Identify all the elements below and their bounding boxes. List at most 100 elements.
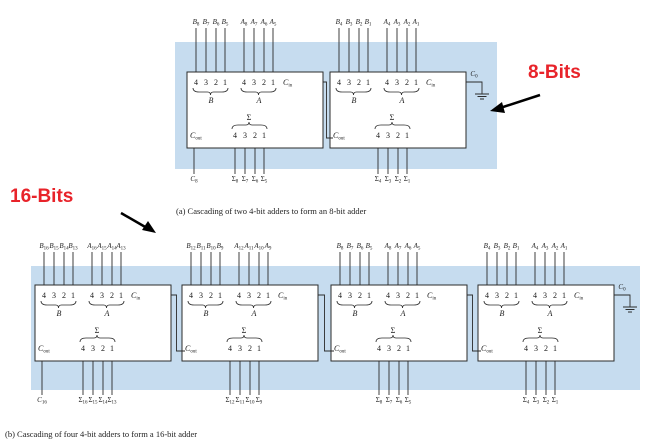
label-cout: Cout — [481, 344, 493, 355]
input-label-b: B13 — [68, 242, 78, 252]
pin-number-b: 4 — [194, 78, 198, 87]
label-cin: Cin — [427, 291, 437, 302]
sum-output-label: Σ8 — [376, 396, 383, 406]
sum-output-label: Σ4 — [375, 175, 382, 185]
pin-number-b: 3 — [52, 291, 56, 300]
input-label-b: B9 — [217, 242, 224, 252]
input-label-a: A4 — [531, 242, 539, 252]
brace-a — [240, 87, 277, 96]
input-label-a: A5 — [269, 18, 277, 28]
sum-output-label: Σ3 — [385, 175, 392, 185]
input-label-b: B10 — [206, 242, 216, 252]
input-label-b: B7 — [203, 18, 210, 28]
input-label-a: A3 — [393, 18, 401, 28]
brace-sum — [226, 334, 263, 343]
pin-number-a: 1 — [271, 78, 275, 87]
brace-sum — [375, 334, 412, 343]
brace-sum — [374, 121, 411, 130]
input-label-b: B12 — [186, 242, 196, 252]
pin-number-sum: 4 — [81, 344, 85, 353]
label-b: B — [204, 309, 209, 318]
pin-number-b: 2 — [505, 291, 509, 300]
brace-a — [88, 300, 125, 309]
sum-output-label: Σ15 — [88, 396, 98, 406]
label-b: B — [352, 96, 357, 105]
pin-number-a: 2 — [257, 291, 261, 300]
sum-output-label: Σ6 — [396, 396, 403, 406]
input-label-b: B5 — [366, 242, 373, 252]
pin-number-sum: 4 — [228, 344, 232, 353]
pin-number-b: 2 — [209, 291, 213, 300]
input-label-a: A11 — [243, 242, 254, 252]
c0-label: C0 — [618, 283, 626, 293]
sum-output-label: Σ2 — [395, 175, 402, 185]
pin-number-b: 1 — [514, 291, 518, 300]
pin-number-a: 3 — [543, 291, 547, 300]
label-sigma: Σ — [538, 326, 543, 335]
pin-number-sum: 2 — [397, 344, 401, 353]
input-label-a: A8 — [240, 18, 248, 28]
arrow-8-bits — [490, 93, 541, 113]
input-label-a: A3 — [541, 242, 549, 252]
label-cin: Cin — [278, 291, 288, 302]
brace-a — [531, 300, 568, 309]
pin-number-a: 3 — [395, 78, 399, 87]
pin-number-b: 4 — [485, 291, 489, 300]
input-label-a: A9 — [264, 242, 272, 252]
pin-number-sum: 2 — [544, 344, 548, 353]
brace-b — [335, 87, 372, 96]
brace-b — [40, 300, 77, 309]
pin-number-a: 1 — [119, 291, 123, 300]
label-a: A — [399, 96, 405, 105]
label-b: B — [57, 309, 62, 318]
sum-output-label: Σ4 — [523, 396, 530, 406]
label-sigma: Σ — [242, 326, 247, 335]
caption-a: (a) Cascading of two 4-bit adders to for… — [176, 206, 366, 216]
callout-16-bits: 16-Bits — [10, 186, 73, 207]
c0-wire — [614, 294, 631, 301]
label-b: B — [500, 309, 505, 318]
pin-number-a: 2 — [553, 291, 557, 300]
pin-number-a: 4 — [386, 291, 390, 300]
input-label-b: B3 — [346, 18, 353, 28]
pin-number-b: 4 — [338, 291, 342, 300]
caption-b: (b) Cascading of four 4-bit adders to fo… — [5, 429, 197, 439]
input-label-a: A6 — [404, 242, 412, 252]
pin-number-sum: 3 — [238, 344, 242, 353]
input-label-a: A1 — [412, 18, 420, 28]
pin-number-sum: 1 — [257, 344, 261, 353]
input-label-b: B15 — [49, 242, 59, 252]
pin-number-sum: 3 — [91, 344, 95, 353]
label-sigma: Σ — [391, 326, 396, 335]
pin-number-b: 2 — [214, 78, 218, 87]
pin-number-b: 3 — [348, 291, 352, 300]
input-label-b: B3 — [494, 242, 501, 252]
brace-sum — [79, 334, 116, 343]
pin-number-sum: 1 — [110, 344, 114, 353]
input-label-a: A14 — [106, 242, 117, 252]
label-sigma: Σ — [390, 113, 395, 122]
label-cout: Cout — [334, 344, 346, 355]
label-a: A — [251, 309, 257, 318]
pin-number-a: 2 — [406, 291, 410, 300]
pin-number-sum: 2 — [248, 344, 252, 353]
c0-label: C0 — [470, 70, 478, 80]
pin-number-sum: 2 — [253, 131, 257, 140]
input-label-b: B1 — [513, 242, 520, 252]
pin-number-sum: 1 — [406, 344, 410, 353]
pin-number-sum: 3 — [243, 131, 247, 140]
pin-number-a: 3 — [100, 291, 104, 300]
input-label-b: B6 — [357, 242, 364, 252]
pin-number-a: 1 — [562, 291, 566, 300]
input-label-b: B2 — [356, 18, 363, 28]
input-label-a: A12 — [233, 242, 244, 252]
brace-sum — [231, 121, 268, 130]
brace-b — [483, 300, 520, 309]
label-b: B — [209, 96, 214, 105]
sum-output-label: Σ12 — [225, 396, 235, 406]
pin-number-b: 4 — [337, 78, 341, 87]
pin-number-sum: 4 — [377, 344, 381, 353]
pin-number-a: 1 — [415, 291, 419, 300]
